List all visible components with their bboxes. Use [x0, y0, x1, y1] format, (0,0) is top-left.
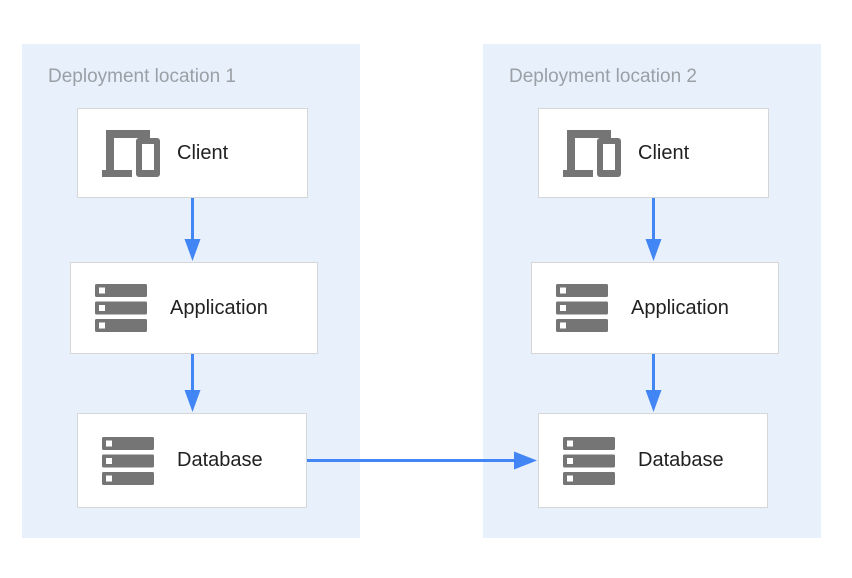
server-stack-icon [563, 436, 621, 485]
server-stack-icon [556, 284, 614, 332]
database-node: Database [77, 413, 307, 508]
panel-title: Deployment location 2 [509, 66, 697, 87]
node-label: Client [638, 141, 690, 164]
application-node: Application [531, 262, 779, 354]
node-label: Application [631, 296, 729, 319]
server-stack-icon [95, 284, 153, 332]
devices-icon [563, 129, 621, 177]
client-node: Client [77, 108, 308, 198]
node-label: Application [170, 296, 268, 319]
deployment-location-1-panel: Deployment location 1 Client [22, 44, 360, 538]
panel-title: Deployment location 1 [48, 66, 236, 87]
node-label: Database [638, 449, 724, 471]
node-label: Database [177, 449, 263, 471]
client-node: Client [538, 108, 769, 198]
deployment-location-2-panel: Deployment location 2 Client [483, 44, 821, 538]
node-label: Client [177, 141, 229, 164]
database-node: Database [538, 413, 768, 508]
server-stack-icon [102, 436, 160, 485]
application-node: Application [70, 262, 318, 354]
devices-icon [102, 129, 160, 177]
